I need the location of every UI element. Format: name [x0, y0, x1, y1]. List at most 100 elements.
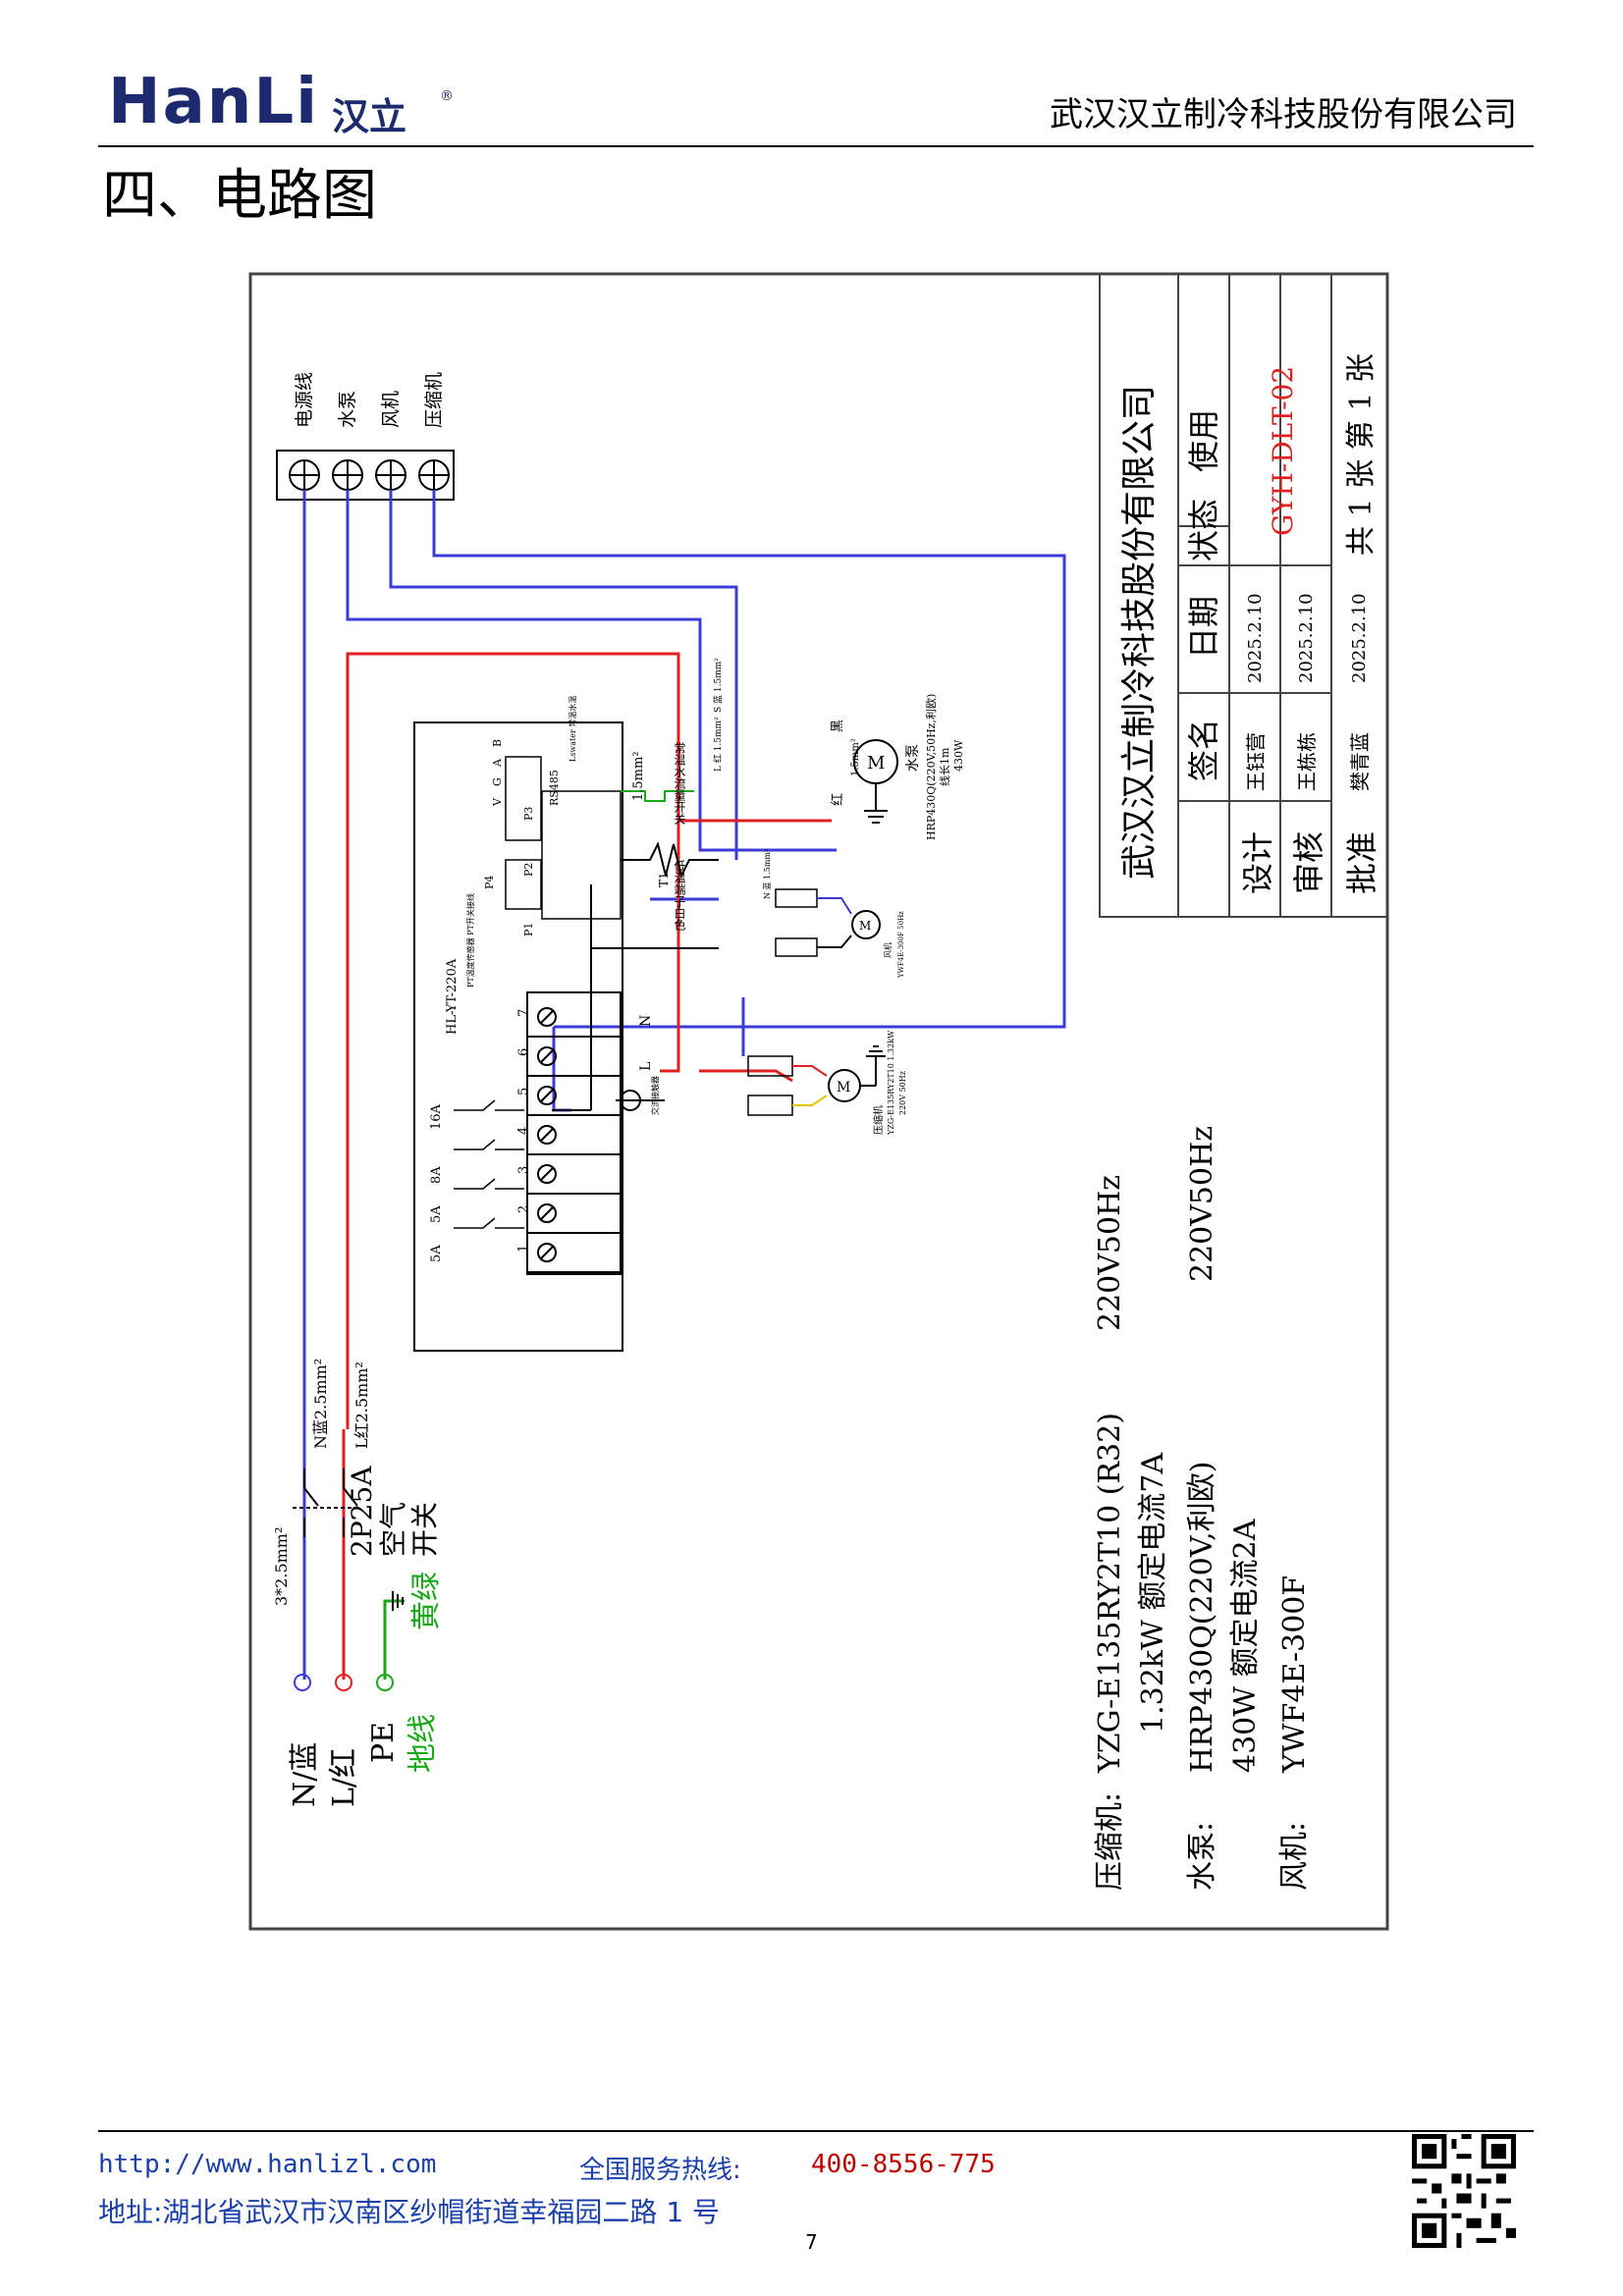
legend-neutral: N/蓝: [288, 1742, 322, 1807]
wiring-diagram: 电源线 水泵 风机 压缩机 HL-YT-220A PT温度: [248, 272, 1389, 1931]
bus-g-label: G: [491, 777, 504, 786]
wire-n-label: N: [638, 1015, 654, 1027]
title-block-approve-date: 2025.2.10: [1349, 593, 1370, 683]
fan-name-label: 风机: [883, 942, 893, 958]
terminal-label-compressor: 压缩机: [423, 372, 445, 428]
terminal-label-pump: 水泵: [337, 391, 358, 428]
terminal-number-6: 6: [516, 1048, 531, 1056]
power-terminal-strip: 电源线 水泵 风机 压缩机: [276, 372, 455, 501]
sensor-top-label: Lswater 常温水温: [568, 696, 577, 762]
pump-wire-s-label: S 蓝 1.5mm²: [712, 658, 724, 713]
company-name-header: 武汉汉立制冷科技股份有限公司: [1050, 95, 1517, 134]
normal-temp-switch-label: 常温水流量开关: [673, 742, 686, 825]
title-block-review-date: 2025.2.10: [1296, 593, 1317, 683]
svg-text:M: M: [859, 919, 871, 933]
bus-a-label: A: [491, 758, 504, 768]
pump-name-label: 水泵: [905, 744, 921, 772]
footer-address: 地址:湖北省武汉市汉南区纱帽街道幸福园二路 1 号: [98, 2196, 721, 2228]
legend-ground: 地线: [406, 1714, 440, 1773]
t1-label: T1: [657, 872, 671, 887]
breaker-name-2: 开关: [408, 1502, 441, 1557]
fan-model-label: YWF4E-300F 50Hz: [897, 911, 905, 979]
controller-board: HL-YT-220A PT温度传感器 PT开关接线 7 6 5 4 3 2: [413, 696, 719, 1352]
pump-wire-size-label: 1.5mm²: [850, 738, 861, 776]
fan-section: M N 蓝 1.5mm² 风机 YWF4E-300F 50Hz: [762, 849, 905, 979]
spec-compressor-freq: 220V50Hz: [1093, 1175, 1127, 1331]
breaker-name: 空气: [377, 1502, 409, 1557]
footer-website-link[interactable]: http://www.hanlizl.com: [98, 2150, 437, 2179]
main-live-wire-label: L红2.5mm²: [352, 1362, 371, 1449]
svg-text:M: M: [867, 753, 885, 774]
wire-size-small: 1.5mm²: [631, 751, 646, 801]
port-p2-label: P2: [522, 863, 535, 877]
ground-wire: [383, 1599, 405, 1680]
header-divider: [98, 145, 1534, 147]
pump-wire-l-label: L 红 1.5mm²: [712, 717, 724, 772]
title-block-design-date: 2025.2.10: [1245, 593, 1266, 683]
spec-fan-label: 风机:: [1277, 1822, 1312, 1891]
relay-rating-5a-1: 5A: [429, 1245, 444, 1262]
compressor-name-label: 压缩机: [872, 1105, 885, 1135]
terminal-number-4: 4: [516, 1127, 531, 1135]
terminal-pe: [376, 1674, 394, 1691]
relay-rating-8a: 8A: [429, 1166, 444, 1184]
contactor-symbol: 交流接触器: [620, 1076, 660, 1115]
ground-symbol: [392, 1591, 404, 1611]
registered-mark: ®: [440, 88, 454, 104]
controller-model-label: HL-YT-220A: [445, 958, 460, 1035]
controller-sub-label: PT温度传感器 PT开关接线: [465, 893, 475, 988]
ground-color-label: 黄绿: [409, 1572, 444, 1630]
spec-compressor-line1: YZG-E135RY2T10 (R32): [1093, 1413, 1127, 1774]
title-block-sheets: 共 1 张 第 1 张: [1344, 353, 1379, 556]
relay-rating-5a-2: 5A: [429, 1205, 444, 1223]
relay-rating-16a: 16A: [429, 1103, 444, 1130]
port-p4-label: P4: [483, 876, 496, 889]
fan-wire-n-label: N 蓝 1.5mm²: [762, 849, 772, 899]
port-p1-label: P1: [522, 923, 535, 936]
title-block-col-date: 日期: [1185, 596, 1222, 659]
brand-logo: HanLi: [108, 66, 320, 138]
compressor-model-label: YZG-E135RY2T10 1.32kW: [887, 1030, 895, 1136]
main-cable-label: 3*2.5mm²: [272, 1527, 291, 1606]
legend-live: L/红: [327, 1748, 361, 1807]
rs485-label: RS485: [548, 770, 561, 806]
terminal-number-5: 5: [516, 1088, 531, 1095]
title-block-design-name: 王钰营: [1244, 732, 1268, 791]
bus-v-label: V: [491, 797, 504, 807]
pump-black-label: 黑: [831, 720, 845, 732]
footer-divider: [98, 2130, 1534, 2132]
spec-fan-line1: YWF4E-300F: [1277, 1575, 1312, 1774]
pump-red-label: 红: [830, 793, 845, 806]
spec-pump-freq: 220V50Hz: [1185, 1126, 1219, 1282]
title-block: [1099, 273, 1388, 918]
terminal-l: [335, 1674, 352, 1691]
terminal-number-2: 2: [516, 1205, 531, 1213]
port-p3-label: P3: [522, 807, 535, 821]
legend-pe: PE: [366, 1722, 401, 1763]
title-block-row-design: 设计: [1239, 831, 1276, 894]
terminal-number-7: 7: [516, 1009, 531, 1017]
page-number: 7: [805, 2230, 818, 2254]
terminal-number-3: 3: [516, 1166, 531, 1174]
title-block-col-sign: 签名: [1185, 719, 1222, 781]
title-block-row-review: 审核: [1290, 831, 1327, 894]
bus-b-label: B: [491, 739, 504, 747]
neutral-wires: [302, 490, 1066, 1680]
spec-compressor-line2: 1.32kW 额定电流7A: [1136, 1453, 1170, 1734]
pump-power-label: 430W: [952, 739, 965, 772]
qr-code-image: [1412, 2134, 1516, 2248]
footer-hotline-label: 全国服务热线:: [579, 2156, 741, 2185]
breaker-rating: 2P25A: [346, 1466, 378, 1557]
flow-switch-symbol: [621, 790, 694, 802]
title-block-review-name: 王栋栋: [1295, 732, 1319, 791]
title-block-col-status: 状态: [1185, 499, 1222, 561]
title-block-approve-name: 樊青蓝: [1348, 732, 1372, 791]
title-block-status-value: 使用: [1185, 409, 1222, 472]
main-neutral-wire-label: N蓝2.5mm²: [311, 1359, 330, 1449]
terminal-label-power: 电源线: [294, 372, 315, 428]
spec-compressor-label: 压缩机:: [1093, 1792, 1127, 1891]
spec-pump-line1: HRP430Q(220V,利欧): [1185, 1462, 1219, 1773]
water-pump-motor: M 黑 红 1.5mm² 水泵 HRP430Q(220V,50Hz,利欧) 线长…: [830, 694, 965, 840]
wire-l-label: L: [638, 1062, 654, 1071]
contactor-label: 交流接触器: [650, 1076, 660, 1115]
